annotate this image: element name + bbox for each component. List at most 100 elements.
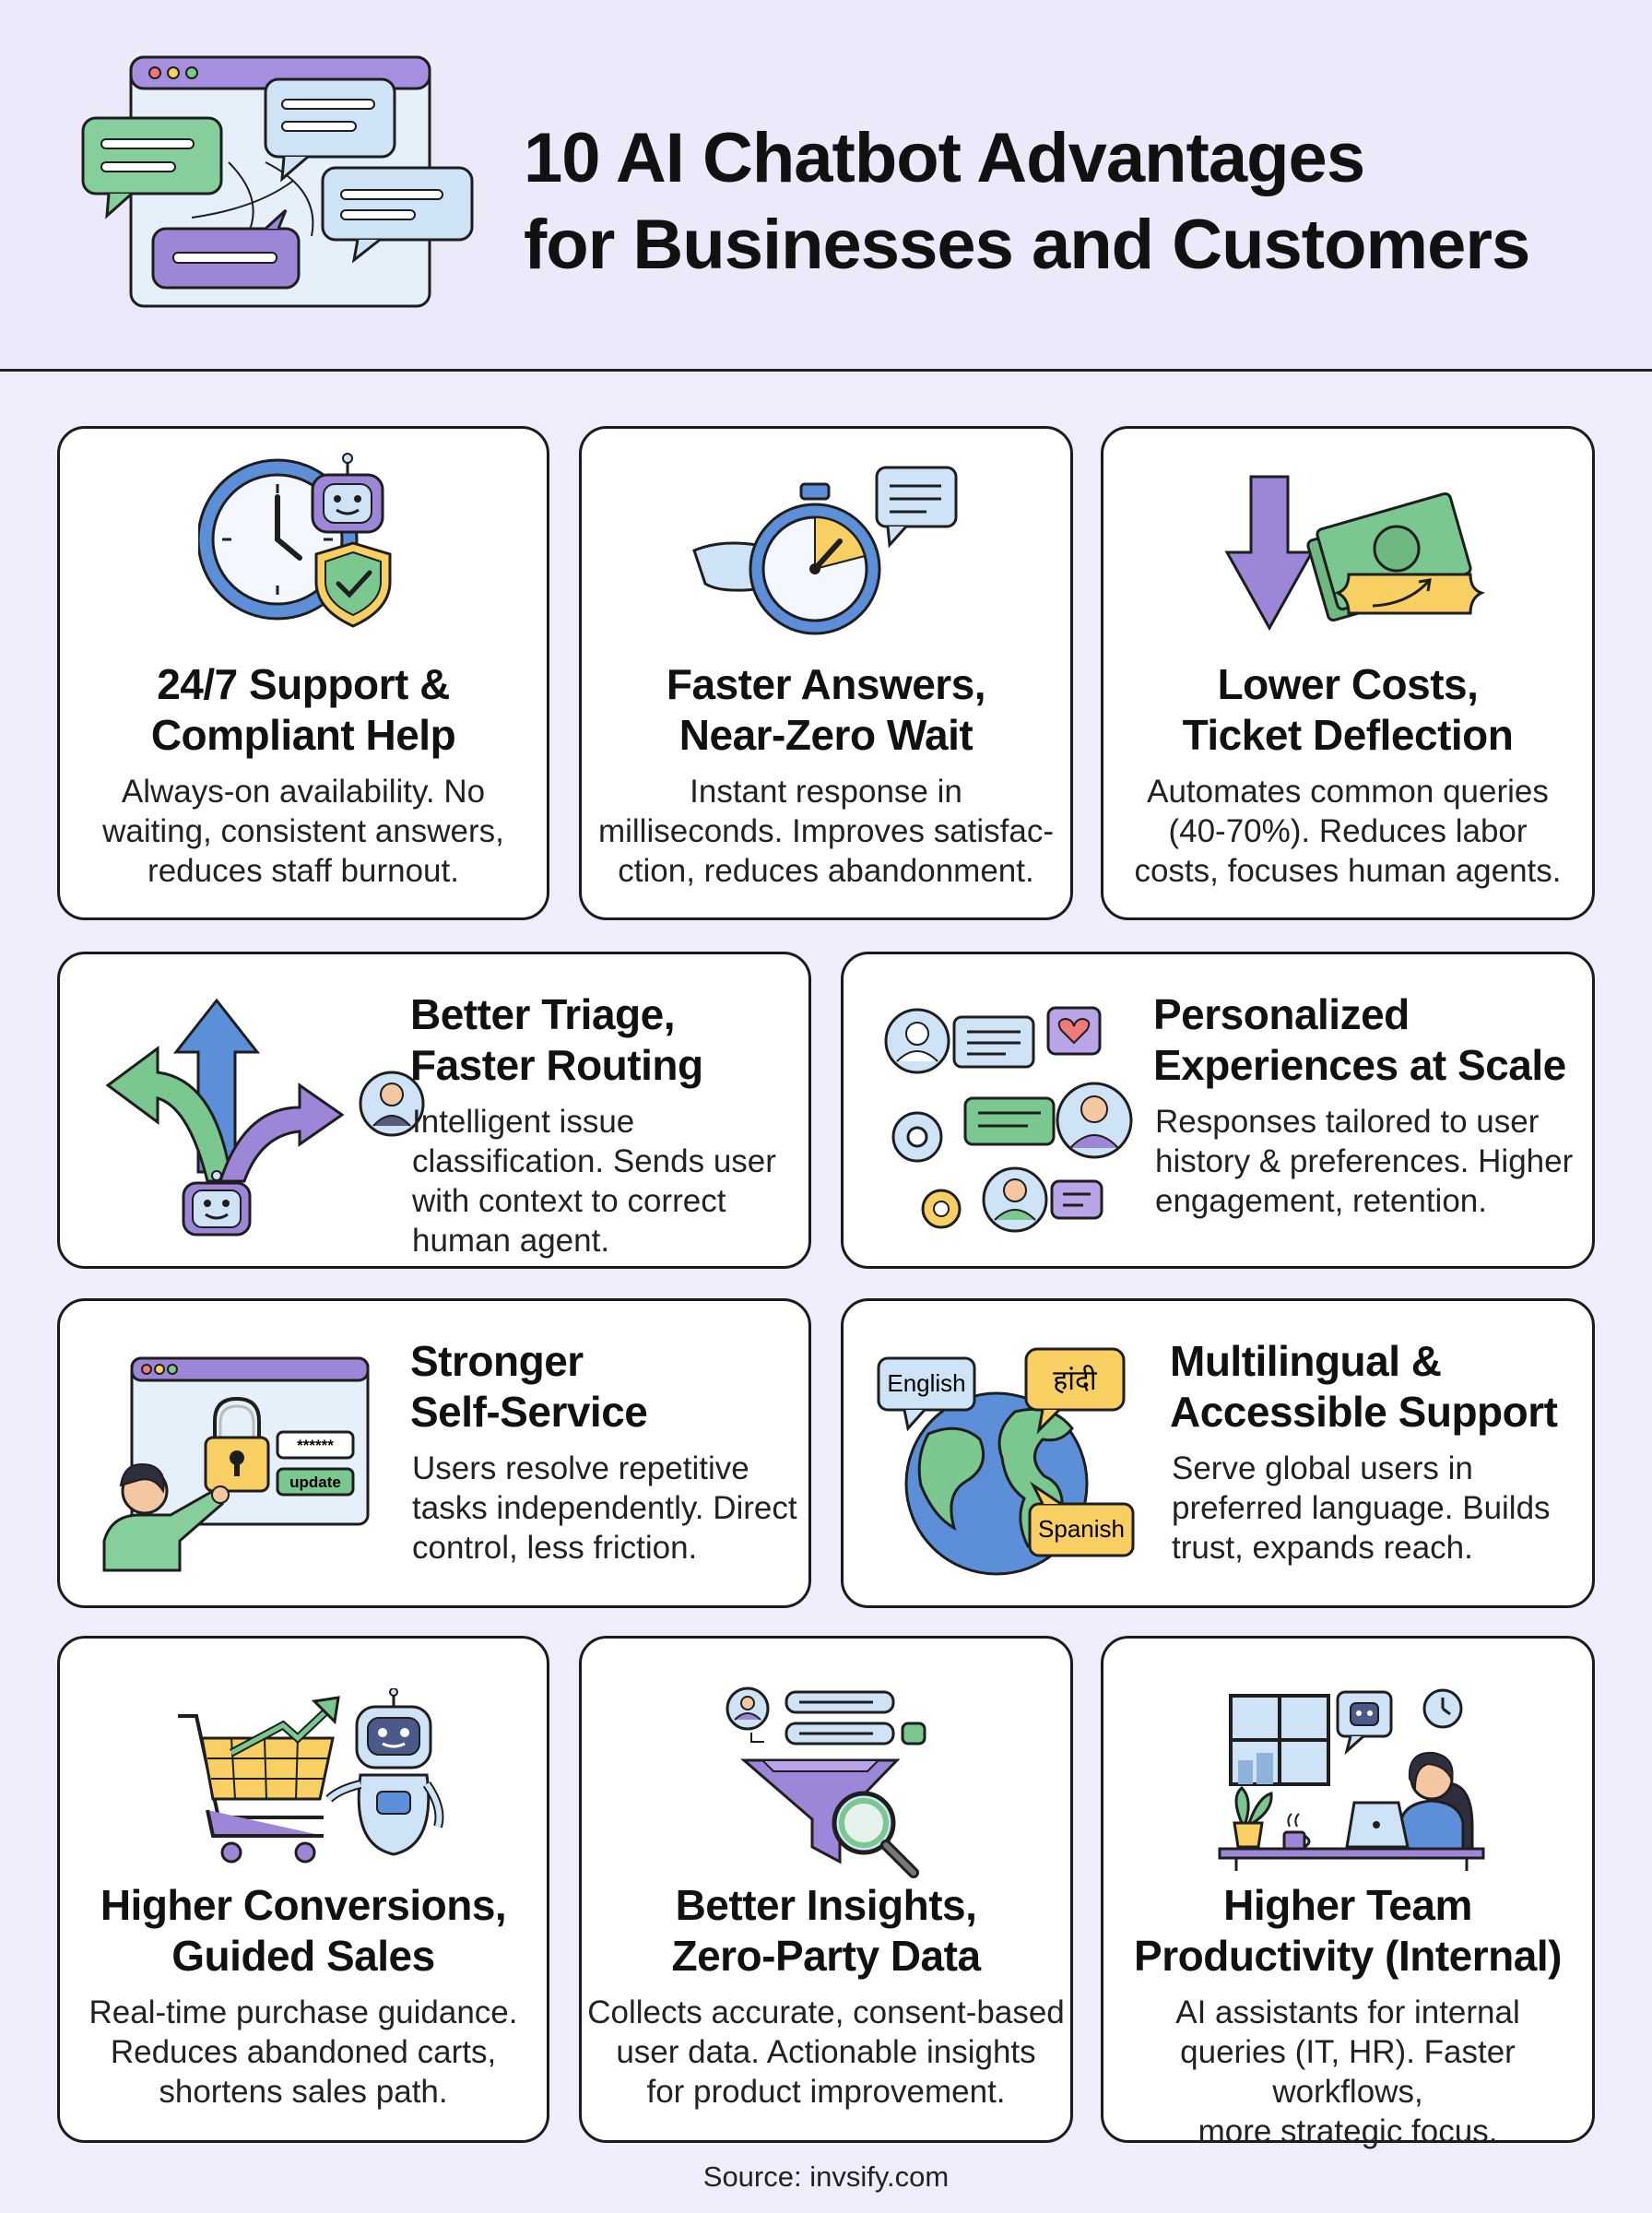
card-desc-line: costs, focuses human agents. — [1134, 853, 1562, 889]
card-title: Higher Team Productivity (Internal) — [1103, 1880, 1592, 1982]
card-title-line: Ticket Deflection — [1182, 711, 1514, 759]
card-desc-line: control, less friction. — [412, 1530, 698, 1566]
card-desc-line: ction, reduces abandonment. — [618, 853, 1034, 889]
card-description: Serve global users in preferred language… — [1172, 1449, 1551, 1568]
language-spanish-label: Spanish — [1038, 1515, 1125, 1543]
card-desc-line: (40-70%). Reduces labor — [1168, 813, 1528, 849]
card-title: Multilingual & Accessible Support — [1170, 1336, 1558, 1438]
card-desc-line: waiting, consistent answers, — [102, 813, 504, 849]
card-title-line: Higher Team — [1223, 1881, 1472, 1929]
card-desc-line: Instant response in — [690, 774, 962, 810]
card-title: Higher Conversions, Guided Sales — [60, 1880, 547, 1982]
card-description: Real-time purchase guidance. Reduces aba… — [60, 1993, 547, 2112]
source-credit: Source: invsify.com — [702, 2160, 950, 2193]
card-title-line: Near-Zero Wait — [678, 711, 974, 759]
card-desc-line: reduces staff burnout. — [148, 853, 459, 889]
card-faster-answers: Faster Answers, Near-Zero Wait Instant r… — [579, 426, 1073, 920]
card-title-line: Faster Answers, — [666, 660, 986, 708]
card-team-productivity: Higher Team Productivity (Internal) AI a… — [1101, 1636, 1595, 2149]
routing-arrows-icon — [106, 998, 425, 1237]
update-button-text: update — [289, 1473, 341, 1491]
card-title-line: Higher Conversions, — [100, 1881, 507, 1929]
card-desc-line: more strategic focus. — [1198, 2113, 1498, 2149]
stopwatch-icon — [692, 466, 958, 635]
card-title-line: Faster Routing — [410, 1041, 703, 1089]
card-desc-line: user data. Actionable insights — [616, 2034, 1036, 2070]
personalized-users-icon — [884, 1006, 1133, 1233]
card-desc-line: AI assistants for internal — [1175, 1994, 1520, 2030]
card-title-line: Lower Costs, — [1217, 660, 1479, 708]
header-divider — [0, 369, 1652, 372]
card-lower-costs: Lower Costs, Ticket Deflection Automates… — [1101, 426, 1595, 920]
money-down-arrow-icon — [1224, 475, 1485, 632]
card-title: Better Insights, Zero-Party Data — [582, 1880, 1070, 1982]
title-line-1: 10 AI Chatbot Advantages — [524, 119, 1365, 197]
card-desc-line: tasks independently. Direct — [412, 1490, 797, 1526]
card-desc-line: preferred language. Builds — [1172, 1490, 1551, 1526]
card-desc-line: milliseconds. Improves satisfac- — [597, 813, 1055, 849]
card-desc-line: Intelligent issue — [412, 1104, 635, 1140]
card-multilingual: English हांदी Spanish Multilingual & Acc… — [841, 1298, 1595, 1608]
card-description: Users resolve repetitive tasks independe… — [412, 1449, 797, 1568]
password-field-text: ****** — [297, 1437, 334, 1454]
card-better-triage: Better Triage, Faster Routing Intelligen… — [57, 952, 811, 1269]
card-better-insights: Better Insights, Zero-Party Data Collect… — [579, 1636, 1073, 2143]
card-title: Stronger Self-Service — [410, 1336, 648, 1438]
card-desc-line: Users resolve repetitive — [412, 1450, 749, 1486]
card-description: Automates common queries (40-70%). Reduc… — [1103, 772, 1592, 891]
self-service-lock-icon: ****** update — [102, 1356, 370, 1572]
card-title-line: Multilingual & — [1170, 1337, 1442, 1385]
card-title-line: Stronger — [410, 1337, 584, 1385]
clock-robot-shield-icon — [198, 453, 392, 628]
card-desc-line: Serve global users in — [1172, 1450, 1473, 1486]
card-description: Responses tailored to user history & pre… — [1155, 1102, 1573, 1221]
page-title: 10 AI Chatbot Advantages for Businesses … — [524, 115, 1530, 289]
card-title: Lower Costs, Ticket Deflection — [1103, 659, 1592, 761]
card-desc-line: trust, expands reach. — [1172, 1530, 1473, 1566]
card-desc-line: Real-time purchase guidance. — [88, 1994, 518, 2030]
card-desc-line: for product improvement. — [646, 2074, 1006, 2110]
card-247-support: 24/7 Support & Compliant Help Always-on … — [57, 426, 549, 920]
card-title-line: Personalized — [1153, 990, 1410, 1038]
card-description: Intelligent issue classification. Sends … — [412, 1102, 776, 1260]
card-title-line: Compliant Help — [150, 711, 456, 759]
office-worker-icon — [1218, 1688, 1485, 1871]
card-desc-line: Always-on availability. No — [121, 774, 486, 810]
card-title-line: Zero-Party Data — [671, 1932, 981, 1980]
language-hindi-label: हांदी — [1053, 1365, 1098, 1397]
card-desc-line: classification. Sends user — [412, 1143, 776, 1179]
card-title-line: 24/7 Support & — [157, 660, 450, 708]
card-title-line: Better Triage, — [410, 990, 675, 1038]
card-personalized: Personalized Experiences at Scale Respon… — [841, 952, 1595, 1269]
card-desc-line: history & preferences. Higher — [1155, 1143, 1574, 1179]
card-desc-line: engagement, retention. — [1155, 1183, 1487, 1219]
cart-robot-icon — [178, 1688, 444, 1864]
card-title-line: Self-Service — [410, 1388, 648, 1436]
card-desc-line: Responses tailored to user — [1155, 1104, 1540, 1140]
card-higher-conversions: Higher Conversions, Guided Sales Real-ti… — [57, 1636, 549, 2143]
card-title: 24/7 Support & Compliant Help — [60, 659, 547, 761]
card-desc-line: Collects accurate, consent-based — [587, 1994, 1065, 2030]
card-title-line: Experiences at Scale — [1153, 1041, 1566, 1089]
globe-languages-icon: English हांदी Spanish — [877, 1347, 1135, 1576]
card-self-service: ****** update Stronger Self-Service User… — [57, 1298, 811, 1608]
card-title: Faster Answers, Near-Zero Wait — [582, 659, 1070, 761]
card-title: Better Triage, Faster Routing — [410, 989, 703, 1091]
language-english-label: English — [887, 1369, 965, 1397]
card-description: Collects accurate, consent-based user da… — [582, 1993, 1070, 2112]
card-title-line: Productivity (Internal) — [1134, 1932, 1562, 1980]
card-title-line: Accessible Support — [1170, 1388, 1558, 1436]
card-desc-line: with context to correct — [412, 1183, 726, 1219]
card-desc-line: Reduces abandoned carts, — [110, 2034, 497, 2070]
card-desc-line: queries (IT, HR). Faster workflows, — [1180, 2034, 1516, 2110]
chat-window-illustration-icon — [81, 55, 474, 308]
card-desc-line: Automates common queries — [1147, 774, 1549, 810]
card-description: Instant response in milliseconds. Improv… — [582, 772, 1070, 891]
card-title-line: Guided Sales — [171, 1932, 435, 1980]
funnel-magnifier-icon — [726, 1686, 926, 1878]
card-description: AI assistants for internal queries (IT, … — [1103, 1993, 1592, 2151]
card-title: Personalized Experiences at Scale — [1153, 989, 1566, 1091]
title-line-2: for Businesses and Customers — [524, 206, 1530, 284]
card-description: Always-on availability. No waiting, cons… — [60, 772, 547, 891]
card-title-line: Better Insights, — [675, 1881, 977, 1929]
